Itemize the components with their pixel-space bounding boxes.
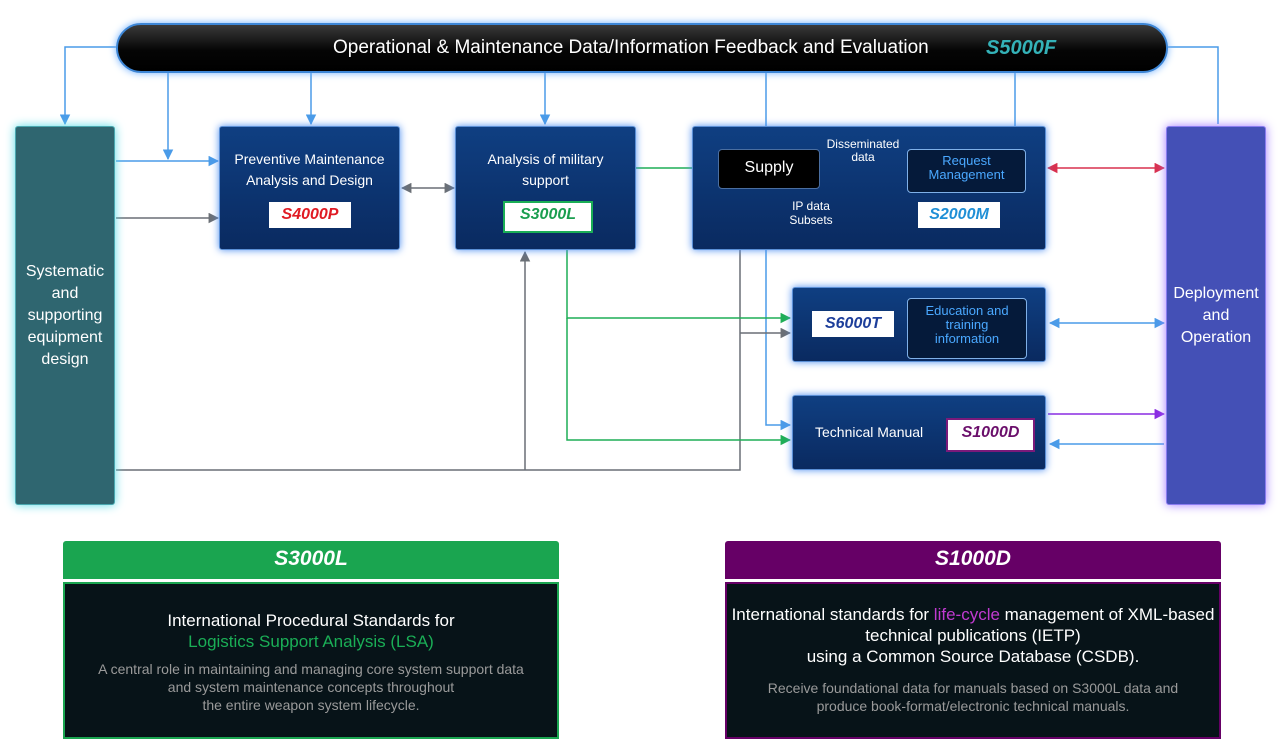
s3000l-card-desc2: and system maintenance concepts througho… [167, 679, 455, 695]
feedback-title: Operational & Maintenance Data/Informati… [333, 37, 929, 58]
s3000l-card-header: S3000L [63, 541, 559, 579]
s1000d-card-line2: technical publications (IETP) [865, 626, 1081, 645]
s6000t-code: S6000T [812, 311, 894, 337]
s4000p-box: Preventive Maintenance Analysis and Desi… [219, 126, 400, 250]
system-design-column: Systematic and supporting equipment desi… [15, 126, 115, 505]
s2000m-box: Supply Disseminated data Request Managem… [692, 126, 1046, 250]
s5000f-code: S5000F [986, 37, 1057, 59]
s1000d-box: Technical Manual S1000D [792, 395, 1046, 470]
s4000p-code: S4000P [269, 202, 351, 228]
s3000l-card-desc3: the entire weapon system lifecycle. [202, 697, 420, 713]
s3000l-title: Analysis of military support [487, 151, 604, 188]
s1000d-info-card: S1000D International standards for life-… [725, 541, 1221, 739]
s1000d-card-desc2: produce book-format/electronic technical… [816, 698, 1130, 714]
feedback-to-left-line [59, 46, 116, 126]
s2000m-code: S2000M [918, 202, 1000, 228]
s3000l-card-line1: International Procedural Standards for [167, 611, 455, 630]
s3000l-info-card: S3000L International Procedural Standard… [63, 541, 559, 739]
s3000l-code: S3000L [503, 201, 593, 233]
ip-data-subsets-label: IP data Subsets [789, 199, 833, 227]
s1000d-card-header: S1000D [725, 541, 1221, 579]
technical-manual-title: Technical Manual [815, 424, 924, 440]
s6000t-box: S6000T Education and training informatio… [792, 287, 1046, 362]
s1000d-card-desc1: Receive foundational data for manuals ba… [767, 680, 1179, 696]
feedback-evaluation-bar: Operational & Maintenance Data/Informati… [116, 23, 1168, 73]
s1000d-card-body: International standards for life-cycle m… [725, 582, 1221, 739]
s3000l-card-desc1: A central role in maintaining and managi… [98, 661, 524, 677]
deployment-operation-column: Deployment and Operation [1166, 126, 1266, 505]
s1000d-code: S1000D [946, 418, 1035, 452]
disseminated-data-label: Disseminated data [826, 137, 900, 164]
s1000d-card-line1: International standards for life-cycle m… [731, 605, 1215, 624]
s3000l-card-body: International Procedural Standards for L… [63, 582, 559, 739]
supply-box: Supply [718, 149, 820, 189]
s4000p-title: Preventive Maintenance Analysis and Desi… [234, 151, 385, 188]
education-training-box: Education and training information [907, 298, 1027, 359]
s3000l-box: Analysis of military support S3000L [455, 126, 636, 250]
s3000l-card-line2: Logistics Support Analysis (LSA) [188, 632, 434, 651]
s1000d-card-line3: using a Common Source Database (CSDB). [806, 647, 1140, 666]
request-management-box: Request Management [907, 149, 1026, 193]
lifecycle-highlight: life-cycle [933, 605, 1000, 624]
feedback-from-right-line [1168, 46, 1219, 124]
